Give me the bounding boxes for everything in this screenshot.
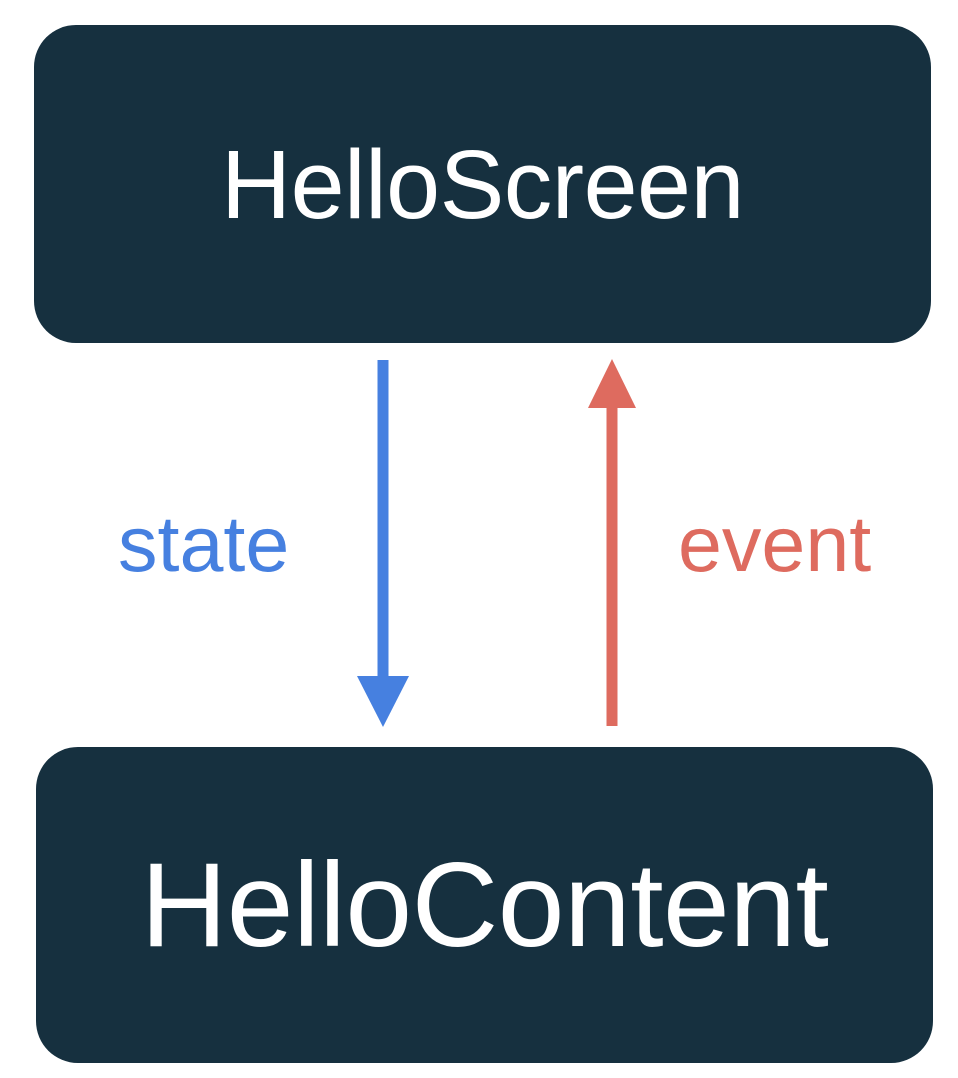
event-arrow-head-icon — [588, 359, 636, 408]
edge-label-state: state — [118, 499, 290, 588]
edge-label-event: event — [678, 499, 872, 588]
event-arrow-shaft — [606, 406, 618, 726]
node-hello-content-label: HelloContent — [140, 838, 829, 972]
node-hello-content[interactable]: HelloContent — [36, 747, 933, 1063]
node-hello-screen-label: HelloScreen — [221, 129, 744, 239]
state-arrow — [357, 360, 409, 727]
state-arrow-shaft — [377, 360, 389, 678]
state-arrow-head-icon — [357, 676, 409, 727]
event-arrow — [588, 359, 636, 726]
node-hello-screen[interactable]: HelloScreen — [34, 25, 931, 343]
